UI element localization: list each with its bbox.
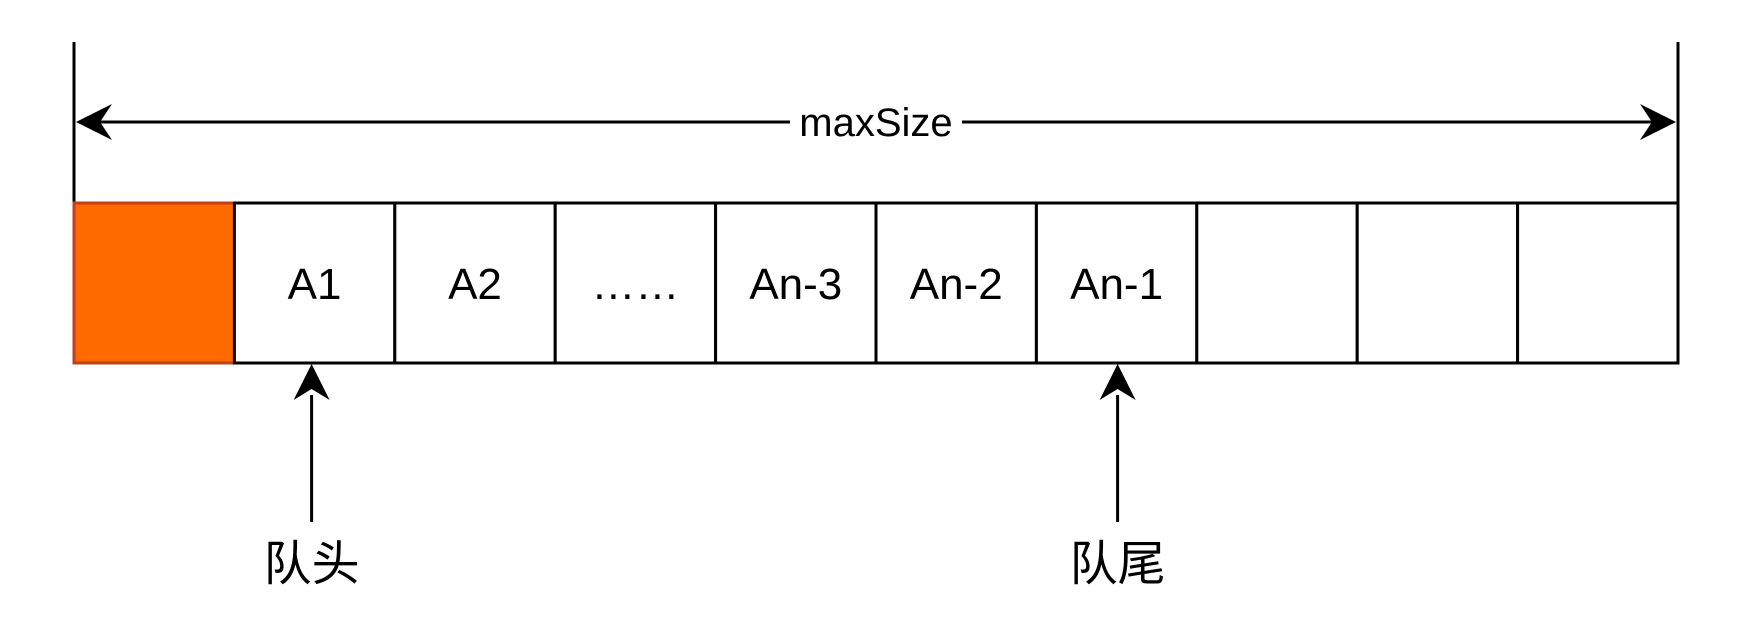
queue-cell-label: An-3 — [749, 260, 842, 309]
queue-cell — [1516, 201, 1680, 365]
queue-cell-empty-slot — [72, 201, 236, 365]
pointer-arrowhead — [1099, 364, 1136, 400]
queue-cell — [1195, 201, 1359, 365]
queue-cell-label: A1 — [288, 260, 342, 309]
queue-cell — [874, 201, 1038, 365]
pointer-label: 队尾 — [1070, 536, 1166, 592]
queue-cells: A1 A2 …… An-3 An-2 An-1 — [72, 201, 1680, 365]
queue-cell-label: A2 — [448, 260, 502, 309]
dimension-label: maxSize — [799, 101, 952, 145]
queue-cell — [232, 201, 397, 365]
queue-cell-label: An-1 — [1070, 260, 1163, 309]
queue-cell — [714, 201, 878, 365]
dimension-arrowhead-right — [1640, 104, 1676, 140]
dimension-arrow: maxSize — [76, 101, 1676, 145]
queue-cell-label: …… — [591, 260, 679, 309]
pointer-arrowhead — [293, 364, 330, 400]
queue-pointers: 队头 队尾 — [264, 364, 1166, 592]
pointer-label: 队头 — [264, 536, 360, 592]
dimension-arrowhead-left — [76, 104, 112, 140]
queue-cell — [1355, 201, 1520, 365]
queue-cell — [1034, 201, 1199, 365]
queue-cell-label: An-2 — [910, 260, 1003, 309]
